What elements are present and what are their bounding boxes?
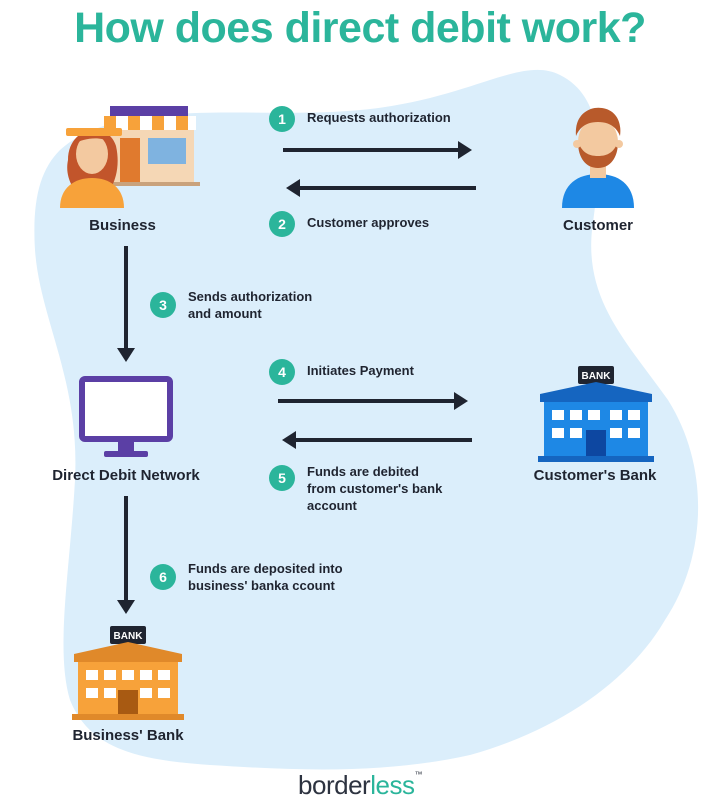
arrow-network-to-customer-bank <box>278 392 468 410</box>
step-5-badge: 5 <box>269 465 295 491</box>
node-direct-debit-network: Direct Debit Network <box>52 467 200 484</box>
customer-bank-sign-text: BANK <box>582 371 612 382</box>
step-2: 2 Customer approves <box>269 211 429 237</box>
step-1-text: Requests authorization <box>307 110 451 125</box>
step-1-badge: 1 <box>269 106 295 132</box>
customer-bank-icon: BANK <box>538 366 654 462</box>
node-customers-bank: Customer's Bank <box>533 467 657 484</box>
monitor-icon <box>79 376 173 457</box>
arrow-business-to-network <box>117 246 135 362</box>
step-6-text: Funds are deposited into business' banka… <box>188 561 343 593</box>
step-5: 5 Funds are debited from customer's bank… <box>269 463 442 514</box>
arrow-network-to-business-bank <box>117 496 135 614</box>
page-title: How does direct debit work? <box>74 4 646 52</box>
arrow-customer-bank-to-network <box>282 431 472 449</box>
brand-trademark: ™ <box>414 770 422 779</box>
customer-icon <box>562 107 634 208</box>
step-5-text: Funds are debited from customer's bank a… <box>307 464 443 513</box>
brand-logo: borderless™ <box>0 770 720 801</box>
arrow-customer-to-business <box>286 179 476 197</box>
step-3-text: Sends authorization and amount <box>188 289 313 321</box>
step-4-text: Initiates Payment <box>307 363 414 378</box>
node-business: Business <box>89 217 156 234</box>
business-bank-sign-text: BANK <box>114 631 144 642</box>
step-3-badge: 3 <box>150 292 176 318</box>
step-2-badge: 2 <box>269 211 295 237</box>
brand-main: border <box>298 770 371 800</box>
business-icon <box>60 106 200 208</box>
business-bank-icon: BANK <box>72 626 184 720</box>
step-4: 4 Initiates Payment <box>269 359 414 385</box>
step-4-badge: 4 <box>269 359 295 385</box>
brand-accent: less <box>370 770 415 800</box>
node-business-bank: Business' Bank <box>72 727 184 744</box>
node-customer: Customer <box>562 217 633 234</box>
step-2-text: Customer approves <box>307 215 430 230</box>
step-1: 1 Requests authorization <box>269 106 451 132</box>
step-6: 6 Funds are deposited into business' ban… <box>150 560 343 594</box>
arrow-business-to-customer <box>283 141 472 159</box>
step-3: 3 Sends authorization and amount <box>150 288 312 322</box>
step-6-badge: 6 <box>150 564 176 590</box>
